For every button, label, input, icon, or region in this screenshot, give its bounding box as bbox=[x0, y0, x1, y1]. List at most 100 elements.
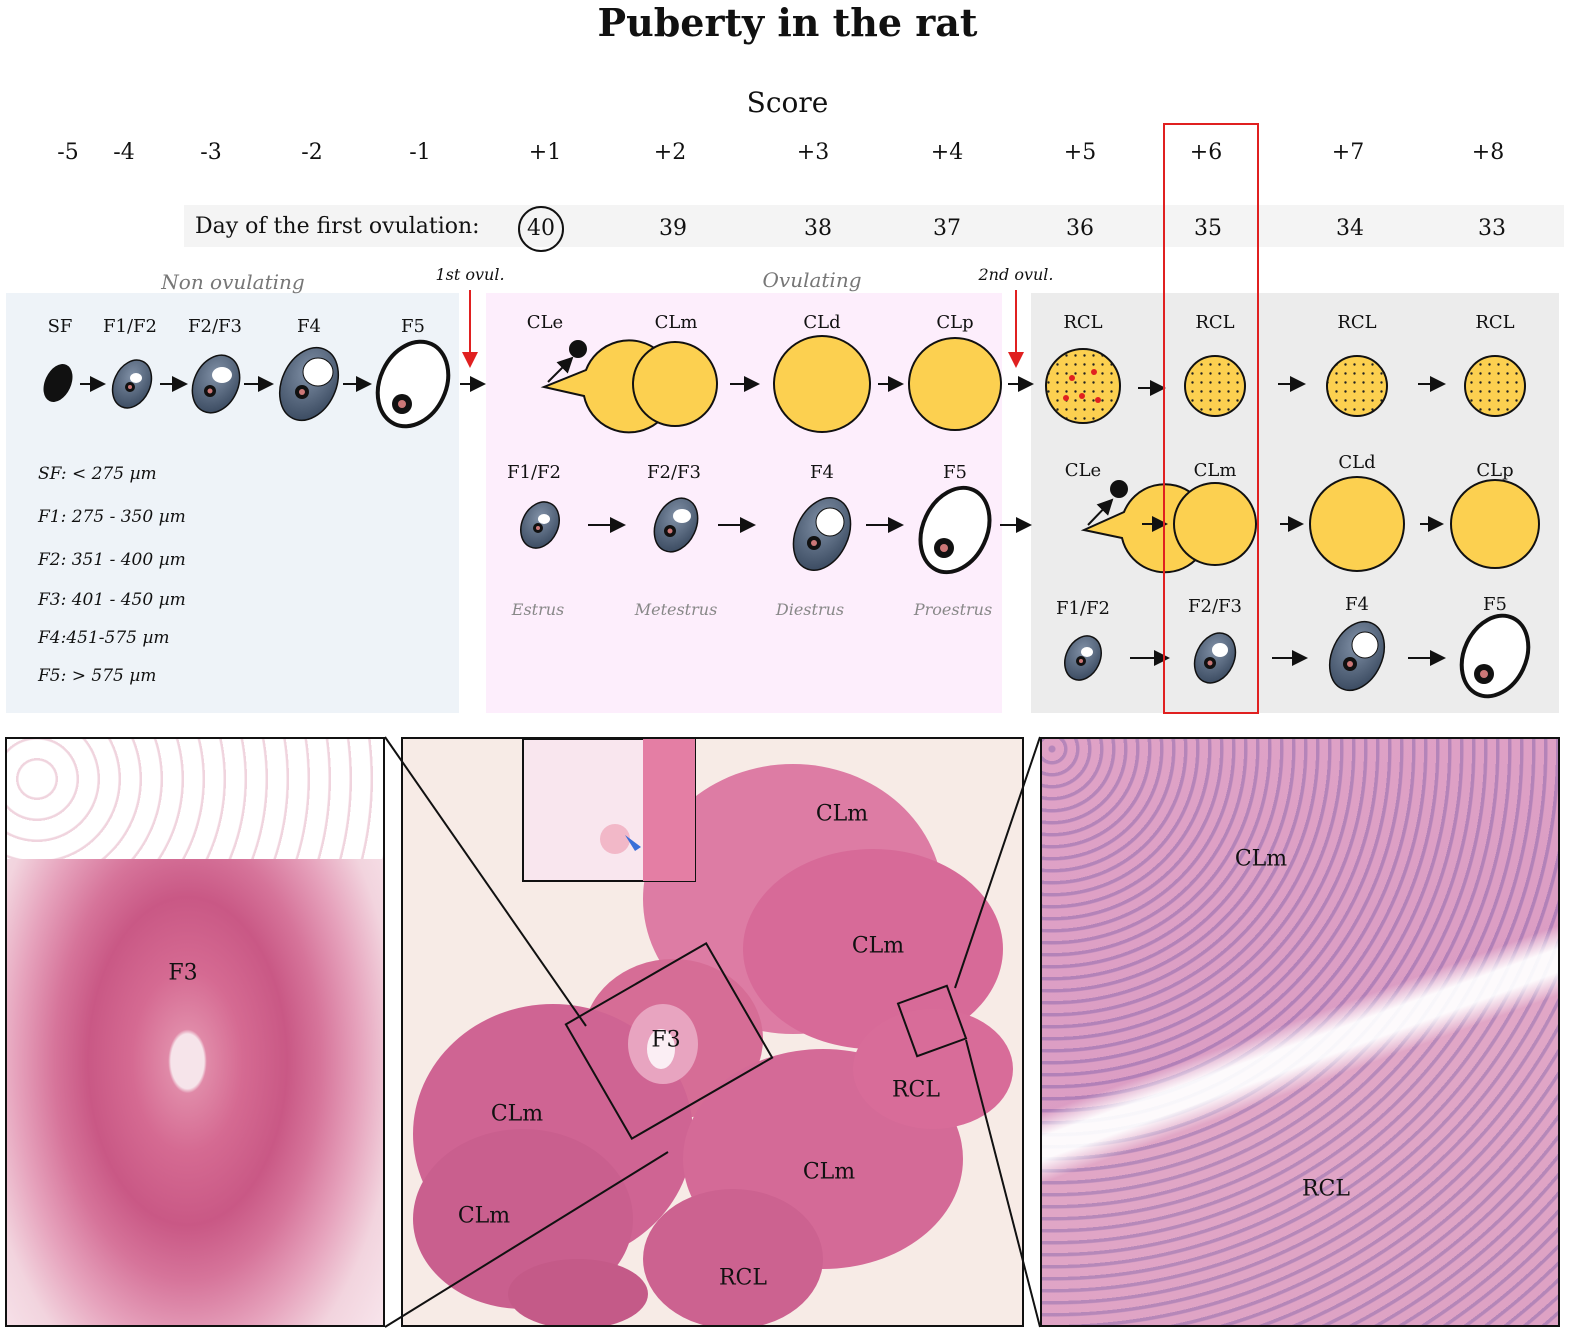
score-highlight-box bbox=[1163, 123, 1259, 714]
stage-rcl-1: RCL bbox=[1063, 312, 1103, 333]
score-plus7: +7 bbox=[1331, 140, 1365, 165]
stage-rcl-3: RCL bbox=[1337, 312, 1377, 333]
score-plus6: +6 bbox=[1189, 140, 1223, 165]
score-plus4: +4 bbox=[930, 140, 964, 165]
histology-follicle-f3-photo bbox=[5, 737, 385, 1327]
stage-f2f3: F2/F3 bbox=[188, 316, 242, 337]
row2-stage-f5: F5 bbox=[943, 462, 967, 483]
row2-corpus-luteum-proestrus-icon bbox=[1450, 479, 1540, 569]
score-plus8: +8 bbox=[1471, 140, 1505, 165]
score-minus1: -1 bbox=[409, 140, 431, 165]
day-37: 37 bbox=[933, 216, 961, 241]
row2-stage-clm: CLm bbox=[1193, 460, 1237, 481]
stage-f5: F5 bbox=[401, 316, 425, 337]
size-sf: SF: < 275 µm bbox=[38, 464, 157, 484]
second-ovulation-label: 2nd ovul. bbox=[978, 265, 1054, 284]
mid-label-clm-bottom-left: CLm bbox=[457, 1203, 511, 1229]
left-photo-label-f3: F3 bbox=[168, 960, 198, 986]
mid-label-clm-top: CLm bbox=[815, 801, 869, 827]
stage-f1f2: F1/F2 bbox=[103, 316, 157, 337]
score-plus3: +3 bbox=[796, 140, 830, 165]
size-f2: F2: 351 - 400 µm bbox=[38, 550, 186, 570]
day-highlight-circle bbox=[518, 206, 564, 252]
cycle-diestrus: Diestrus bbox=[775, 600, 845, 619]
row3-follicle-f4-icon bbox=[1328, 620, 1386, 692]
score-plus2: +2 bbox=[653, 140, 687, 165]
row3-stage-f4: F4 bbox=[1345, 594, 1369, 615]
score-plus1: +1 bbox=[528, 140, 562, 165]
first-ovulation-label: 1st ovul. bbox=[435, 265, 505, 284]
corpus-luteum-zoom-box bbox=[896, 984, 968, 1058]
histology-corpus-luteum-photo bbox=[1040, 737, 1560, 1327]
mid-label-clm-bottom-right: CLm bbox=[802, 1159, 856, 1185]
row2-follicle-f5-icon bbox=[918, 485, 992, 575]
mid-label-clm-left: CLm bbox=[490, 1101, 544, 1127]
day-40: 40 bbox=[527, 216, 555, 241]
figure-title: Puberty in the rat bbox=[597, 0, 978, 45]
row3-follicle-f1f2-icon bbox=[1064, 635, 1102, 681]
mid-label-rcl-right: RCL bbox=[891, 1077, 941, 1103]
follicle-sf-icon bbox=[43, 364, 73, 402]
row2-follicle-f4-icon bbox=[792, 497, 852, 571]
regressing-cl-icon-3 bbox=[1326, 355, 1388, 417]
phase-ovulating: Ovulating bbox=[762, 268, 862, 292]
regressing-cl-icon-4 bbox=[1464, 355, 1526, 417]
stage-cle: CLe bbox=[526, 312, 564, 333]
score-minus4: -4 bbox=[113, 140, 135, 165]
row2-stage-f1f2: F1/F2 bbox=[507, 462, 561, 483]
score-minus3: -3 bbox=[200, 140, 222, 165]
row2-stage-f4: F4 bbox=[810, 462, 834, 483]
stage-cld: CLd bbox=[803, 312, 841, 333]
regressing-cl-icon-1 bbox=[1045, 348, 1121, 424]
right-label-clm: CLm bbox=[1234, 846, 1288, 872]
follicle-f1f2-icon bbox=[111, 359, 153, 409]
day-39: 39 bbox=[659, 216, 687, 241]
row2-follicle-f2f3-icon bbox=[653, 497, 699, 553]
mid-label-f3: F3 bbox=[651, 1027, 681, 1053]
cycle-proestrus: Proestrus bbox=[913, 600, 993, 619]
score-minus2: -2 bbox=[301, 140, 323, 165]
row3-stage-f1f2: F1/F2 bbox=[1056, 598, 1110, 619]
score-label: Score bbox=[746, 86, 829, 119]
size-f1: F1: 275 - 350 µm bbox=[38, 507, 186, 527]
phase-non-ovulating: Non ovulating bbox=[161, 270, 305, 294]
corpus-luteum-proestrus-icon bbox=[908, 337, 1002, 431]
size-f4: F4:451-575 µm bbox=[38, 628, 170, 648]
row3-stage-f5: F5 bbox=[1483, 594, 1507, 615]
cycle-estrus: Estrus bbox=[511, 600, 565, 619]
adipose-tissue bbox=[7, 739, 383, 859]
row3-follicle-f5-icon bbox=[1459, 613, 1531, 699]
score-minus5: -5 bbox=[57, 140, 79, 165]
follicle-f2f3-icon bbox=[191, 354, 241, 414]
day-band bbox=[184, 205, 1564, 247]
cycle-metestrus: Metestrus bbox=[634, 600, 718, 619]
regressing-cl-icon-2 bbox=[1184, 355, 1246, 417]
row2-corpus-luteum-mid-icon bbox=[1173, 482, 1257, 566]
mid-label-rcl-bottom: RCL bbox=[718, 1265, 768, 1291]
stage-clm: CLm bbox=[654, 312, 698, 333]
corpus-luteum-diestrus-icon bbox=[773, 335, 871, 433]
day-34: 34 bbox=[1336, 216, 1364, 241]
corpus-luteum-mid-icon bbox=[632, 341, 718, 427]
stage-rcl-2: RCL bbox=[1195, 312, 1235, 333]
row3-follicle-f2f3-icon bbox=[1193, 632, 1237, 684]
day-36: 36 bbox=[1066, 216, 1094, 241]
stage-clp: CLp bbox=[936, 312, 974, 333]
stage-diagram bbox=[43, 290, 1540, 699]
day-33: 33 bbox=[1478, 216, 1506, 241]
row2-stage-cld: CLd bbox=[1338, 452, 1376, 473]
stage-rcl-4: RCL bbox=[1475, 312, 1515, 333]
follicle-f4-icon bbox=[278, 346, 340, 422]
size-f3: F3: 401 - 450 µm bbox=[38, 590, 186, 610]
ovary-section bbox=[413, 739, 1013, 1325]
follicle-zoom-box bbox=[564, 941, 774, 1141]
row2-stage-clp: CLp bbox=[1476, 460, 1514, 481]
stage-sf: SF bbox=[47, 316, 73, 337]
row2-stage-cle: CLe bbox=[1064, 460, 1102, 481]
day-label: Day of the first ovulation: bbox=[195, 214, 480, 239]
day-38: 38 bbox=[804, 216, 832, 241]
tissue-boundary bbox=[1042, 739, 1558, 1325]
row2-stage-f2f3: F2/F3 bbox=[647, 462, 701, 483]
histology-ovary-photo bbox=[401, 737, 1024, 1327]
right-label-rcl: RCL bbox=[1301, 1176, 1351, 1202]
